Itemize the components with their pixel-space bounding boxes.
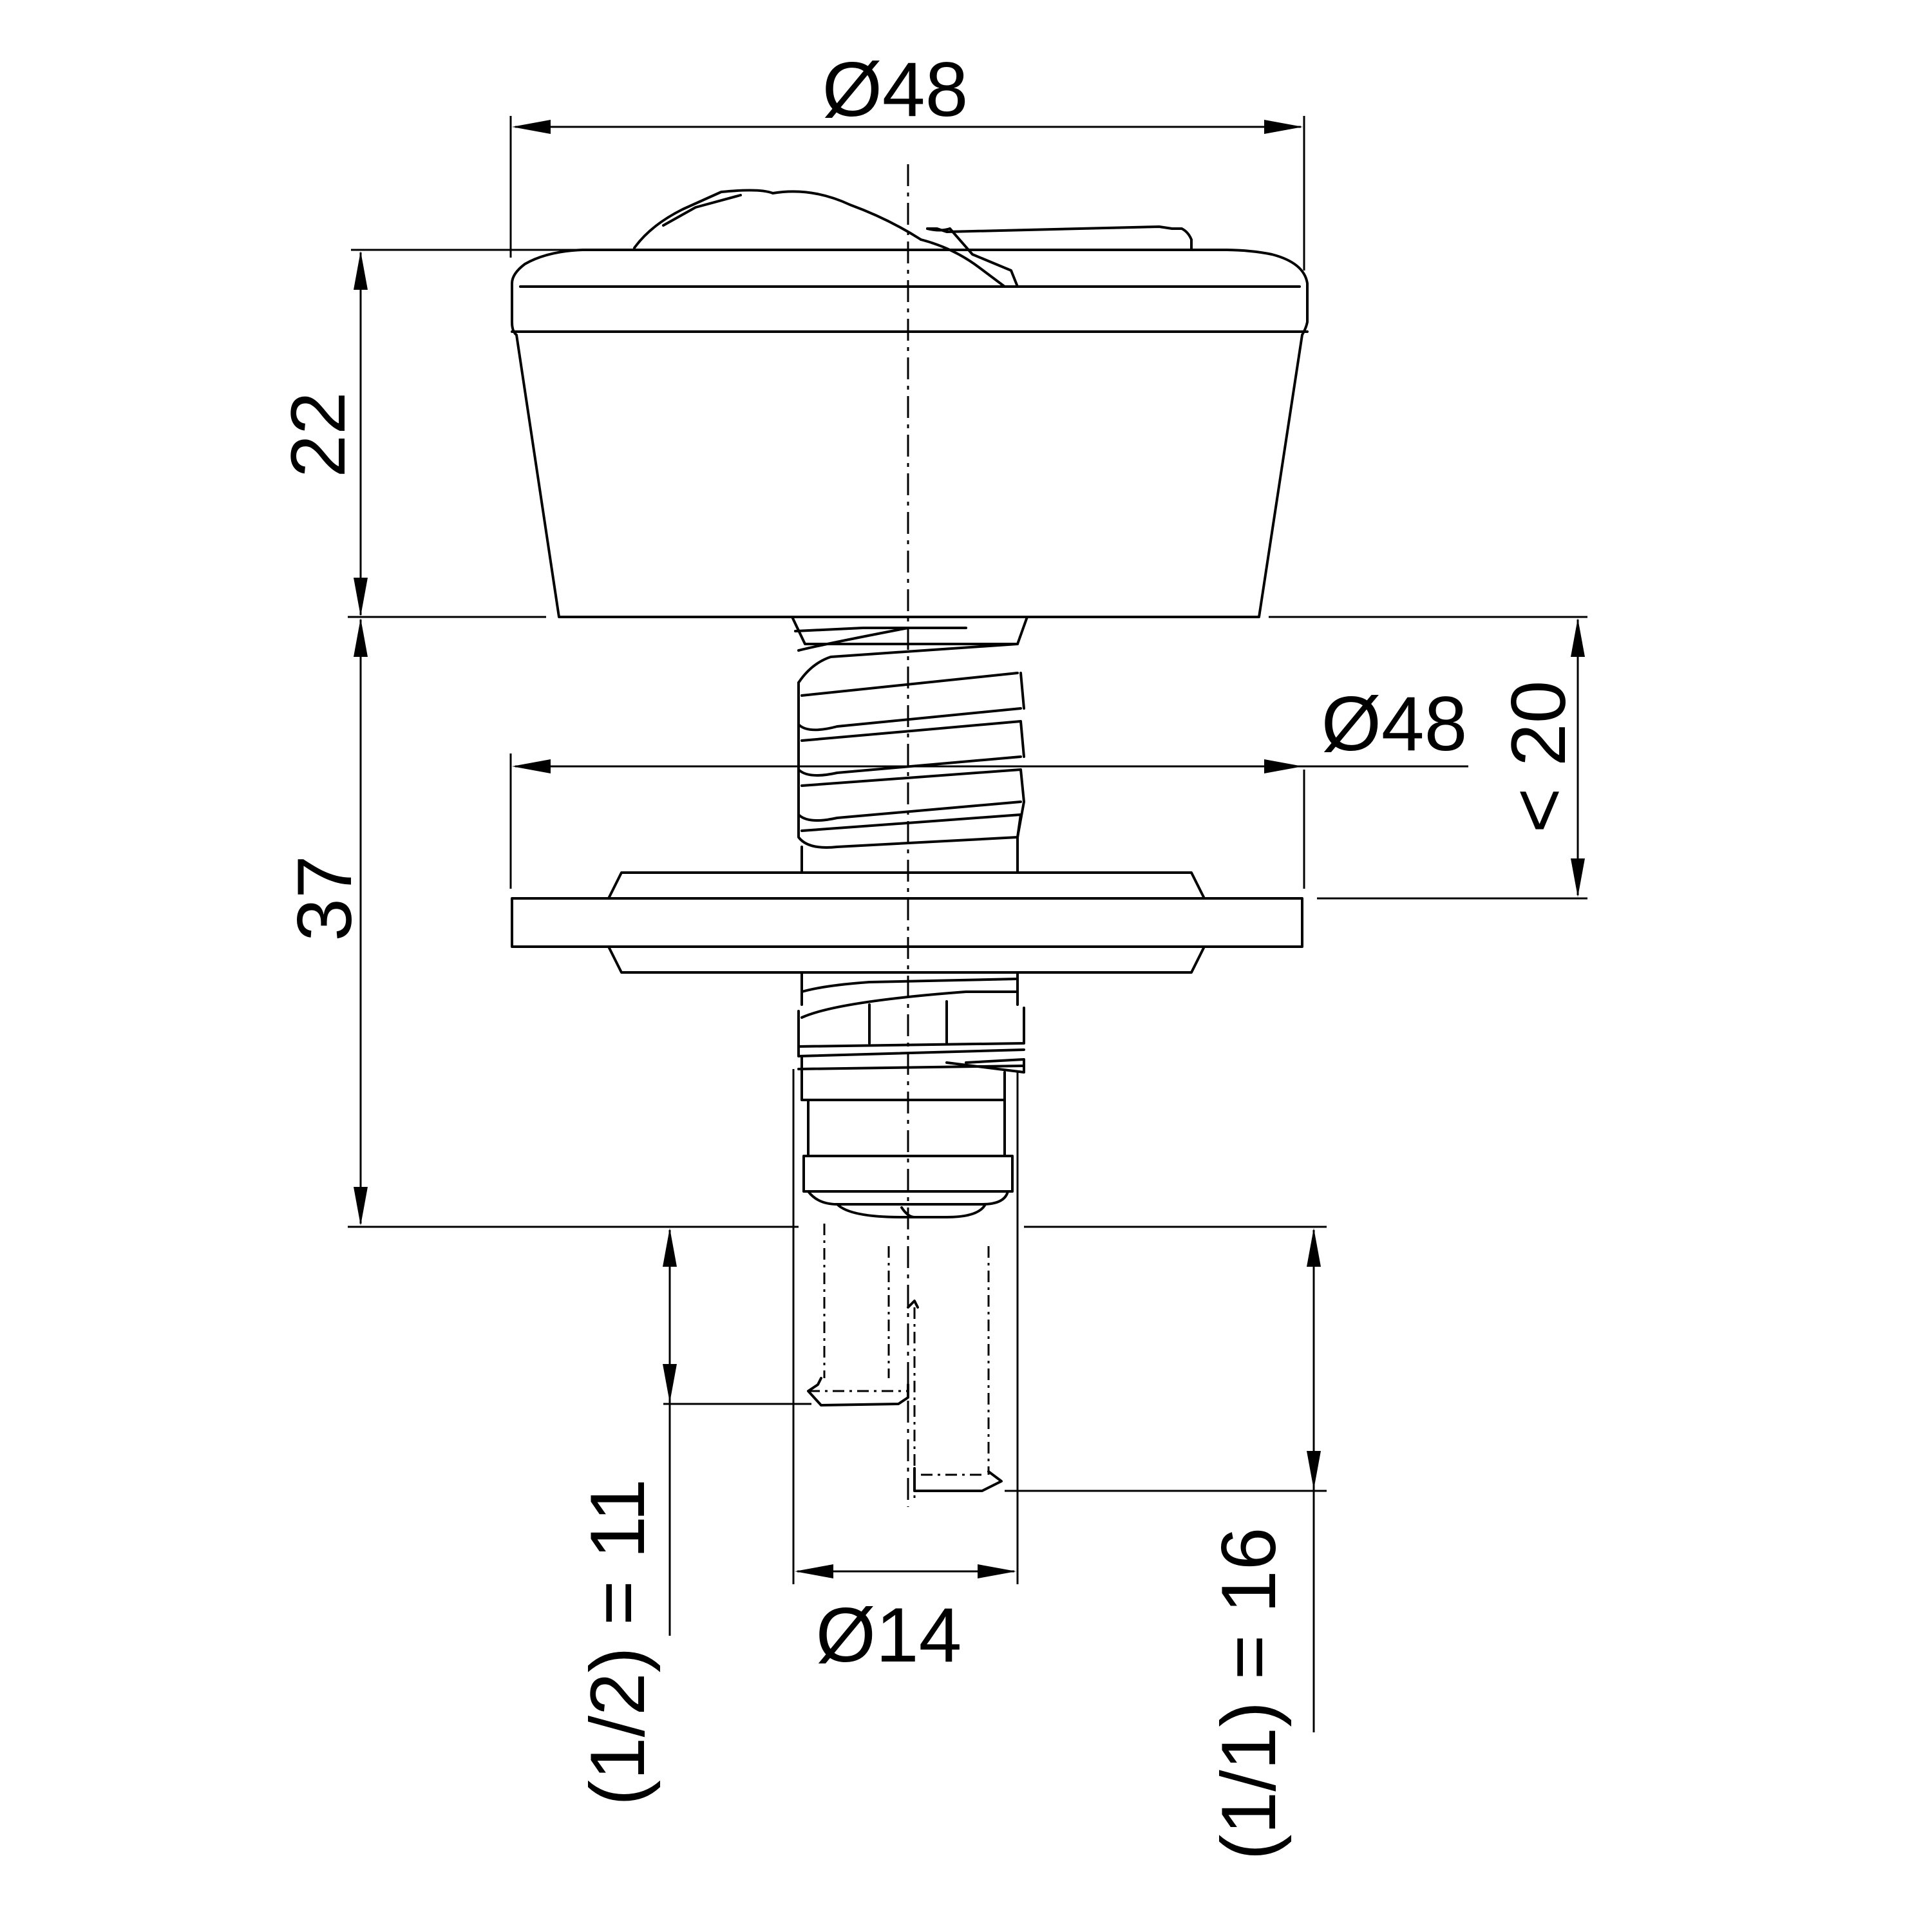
threaded-shank-lower (797, 971, 1025, 1218)
top-diameter-label: Ø48 (822, 46, 969, 133)
clamp-range-label: < 20 (1495, 681, 1582, 833)
thread-diameter-label: Ø14 (816, 1592, 962, 1678)
dim-half-turn: (1/2) = 11 (574, 1228, 811, 1806)
half-turn-label: (1/2) = 11 (574, 1479, 661, 1806)
dim-thread-diameter: Ø14 (792, 1069, 1019, 1678)
washer (511, 871, 1303, 974)
dim-clamp-range: < 20 (1269, 616, 1587, 900)
dim-head-height: 22 (275, 249, 586, 616)
hidden-bolt-positions (807, 1224, 1003, 1501)
dim-washer-diameter: Ø48 (509, 681, 1468, 889)
full-turn-label: (1/1) = 16 (1206, 1528, 1292, 1861)
threaded-shank-upper (791, 616, 1028, 874)
head-height-label: 22 (275, 392, 361, 477)
dim-bolt-length: 37 (281, 616, 799, 1228)
washer-diameter-label: Ø48 (1321, 681, 1468, 767)
knob-head (511, 189, 1309, 618)
dim-full-turn: (1/1) = 16 (1005, 1226, 1327, 1861)
bolt-length-label: 37 (281, 855, 368, 941)
dim-top-diameter: Ø48 (509, 46, 1305, 270)
